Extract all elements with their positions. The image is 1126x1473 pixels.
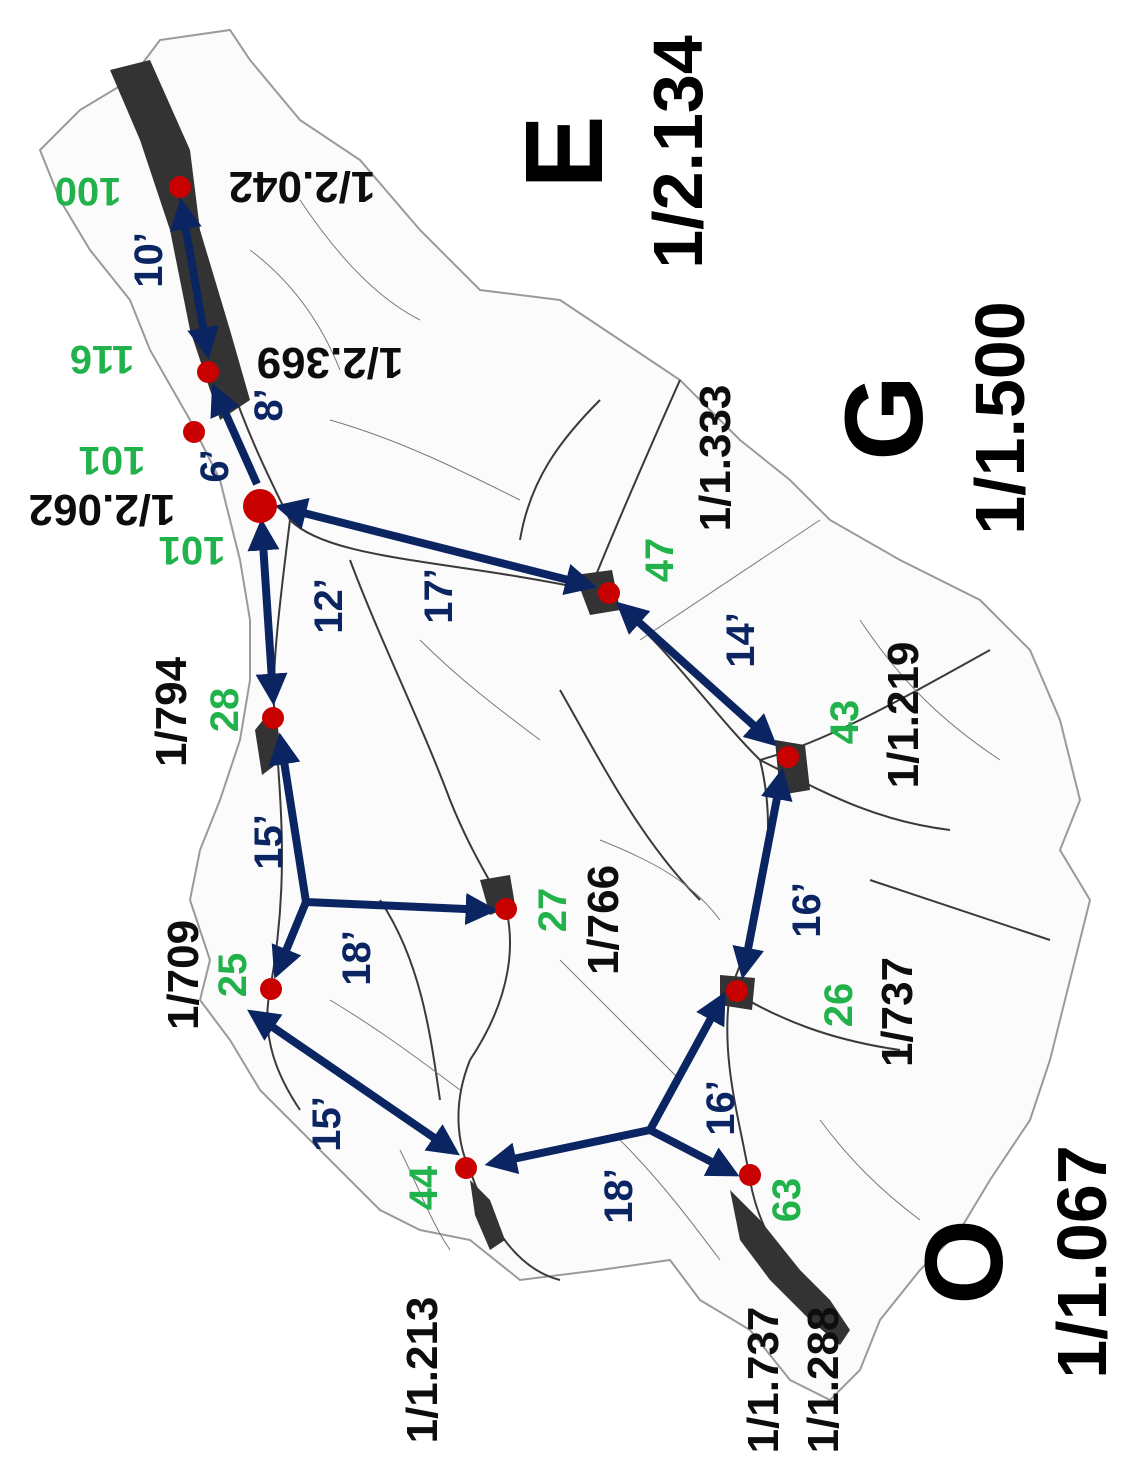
river-8 [589, 379, 681, 591]
river-7 [349, 559, 501, 901]
route-time-12: 12’ [307, 578, 351, 634]
arrow-17 [274, 497, 598, 596]
stream-11 [249, 249, 341, 371]
route-time-17: 17’ [417, 568, 461, 624]
node-ratio-43: 1/1.219 [879, 642, 928, 789]
extra-ratio: 1/1.288 [799, 1307, 848, 1454]
node-ratio-100: 1/2.042 [229, 162, 376, 211]
node-n25 [260, 978, 282, 1000]
stream-2 [329, 419, 521, 501]
node-code-28: 28 [203, 688, 247, 733]
stream-1 [299, 199, 421, 321]
arrow-16b-1 [646, 991, 726, 1132]
node-code-44: 44 [402, 1165, 446, 1210]
stream-9 [419, 639, 541, 741]
node-n44 [455, 1157, 477, 1179]
node-ratio-101b: 1/2.062 [29, 485, 176, 534]
region-letter-g: G [823, 375, 946, 461]
node-n63 [739, 1164, 761, 1186]
node-code-43: 43 [823, 700, 867, 745]
arrow-15a [268, 732, 310, 903]
region-letter-e: E [503, 115, 626, 188]
arrow-8 [210, 383, 261, 486]
route-time-15a: 15’ [247, 814, 291, 870]
node-code-100: 100 [55, 169, 122, 213]
station-nodes [169, 176, 799, 1186]
route-time-14: 14’ [719, 612, 763, 668]
stream-7 [619, 1139, 721, 1261]
river-11 [559, 689, 701, 901]
node-ratio-44: 1/1.213 [398, 1297, 447, 1444]
node-code-27: 27 [531, 888, 575, 933]
arrow-15b [247, 1009, 460, 1156]
route-time-18a: 18’ [335, 930, 379, 986]
node-ratio-28: 1/794 [147, 656, 196, 767]
node-code-101a: 101 [79, 438, 146, 482]
node-n101b [243, 489, 277, 523]
arrow-18b [484, 1126, 651, 1175]
arrow-14 [615, 601, 778, 747]
river-13 [869, 879, 1051, 941]
stream-5 [559, 959, 681, 1081]
node-ratio-26: 1/737 [873, 957, 922, 1067]
node-n47 [598, 582, 620, 604]
node-code-101b: 101 [159, 528, 226, 572]
node-ratio-63: 1/1.737 [739, 1307, 788, 1454]
stream-10 [599, 839, 721, 921]
node-code-116: 116 [70, 337, 135, 381]
arrow-12 [247, 518, 288, 706]
route-time-16a: 16’ [785, 882, 829, 938]
region-ratio-e: 1/2.134 [639, 35, 717, 269]
node-ratio-27: 1/766 [579, 865, 628, 975]
river-6 [457, 889, 511, 1171]
route-time-8: 8’ [247, 388, 291, 421]
node-n27 [495, 898, 517, 920]
stream-12 [399, 1149, 451, 1251]
node-ratio-47: 1/1.333 [691, 385, 740, 532]
stream-4 [859, 619, 1001, 761]
route-time-6: 6’ [193, 449, 237, 482]
node-ratio-116: 1/2.369 [257, 338, 404, 387]
arrow-16b-2 [648, 1126, 740, 1177]
region-letter-o: O [903, 1219, 1026, 1305]
arrow-16a [732, 767, 793, 980]
node-code-47: 47 [638, 538, 682, 583]
stream-8 [819, 1119, 921, 1221]
node-n28 [262, 707, 284, 729]
node-code-63: 63 [765, 1178, 809, 1223]
node-n101a [183, 421, 205, 443]
map-labels: E 1/2.134 G 1/1.500 O 1/1.067 100 1/2.04… [29, 35, 1121, 1453]
route-time-15b: 15’ [305, 1096, 349, 1152]
basemap [38, 28, 1092, 1402]
node-n116 [197, 361, 219, 383]
arrow-18a-2 [305, 893, 498, 926]
node-n100 [169, 176, 191, 198]
route-time-16b: 16’ [699, 1080, 743, 1136]
reservoir-6 [730, 1190, 850, 1345]
route-arrows [170, 197, 793, 1177]
node-ratio-25: 1/709 [159, 920, 208, 1030]
arrow-10 [170, 197, 219, 360]
node-n26 [726, 980, 748, 1002]
node-n43 [777, 746, 799, 768]
node-code-26: 26 [817, 983, 861, 1028]
route-time-10: 10’ [127, 232, 171, 288]
arrow-18a-1 [271, 900, 310, 979]
region-ratio-g: 1/1.500 [961, 301, 1039, 535]
region-ratio-o: 1/1.067 [1043, 1145, 1121, 1379]
route-time-18b: 18’ [597, 1168, 641, 1224]
reservoir-7 [470, 1180, 505, 1250]
node-code-25: 25 [211, 953, 255, 998]
